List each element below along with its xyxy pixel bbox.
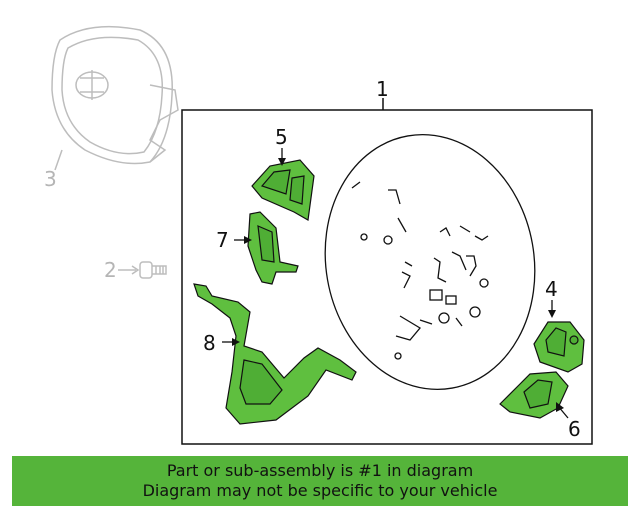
switch-5-part[interactable] <box>251 159 315 221</box>
parts-diagram: 3 2 1 5 <box>44 25 593 445</box>
callout-6-arrowhead <box>556 402 564 412</box>
airbag-module-part[interactable] <box>51 25 179 171</box>
info-banner: Part or sub-assembly is #1 in diagram Di… <box>12 456 628 506</box>
callout-8-arrowhead <box>232 338 240 346</box>
callout-6: 6 <box>568 417 581 441</box>
switch-6-part[interactable] <box>499 371 569 419</box>
callout-8: 8 <box>203 331 216 355</box>
bolt-part[interactable] <box>118 261 167 279</box>
cover-7-part[interactable] <box>247 211 299 285</box>
callout-4-arrowhead <box>548 310 556 318</box>
banner-line-2: Diagram may not be specific to your vehi… <box>142 481 498 500</box>
steering-wheel-part[interactable] <box>305 118 554 406</box>
callout-2: 2 <box>104 258 117 282</box>
switch-4-part[interactable] <box>533 321 585 373</box>
callout-7: 7 <box>216 228 229 252</box>
callout-4: 4 <box>545 277 558 301</box>
banner-line-1: Part or sub-assembly is #1 in diagram <box>166 461 474 480</box>
callout-7-arrowhead <box>244 236 252 244</box>
trim-8-part[interactable] <box>193 283 357 425</box>
callout-5: 5 <box>275 125 288 149</box>
callout-1: 1 <box>376 77 389 101</box>
callout-3: 3 <box>44 167 57 191</box>
assembly-frame <box>181 109 593 445</box>
callout-5-arrowhead <box>278 158 286 166</box>
